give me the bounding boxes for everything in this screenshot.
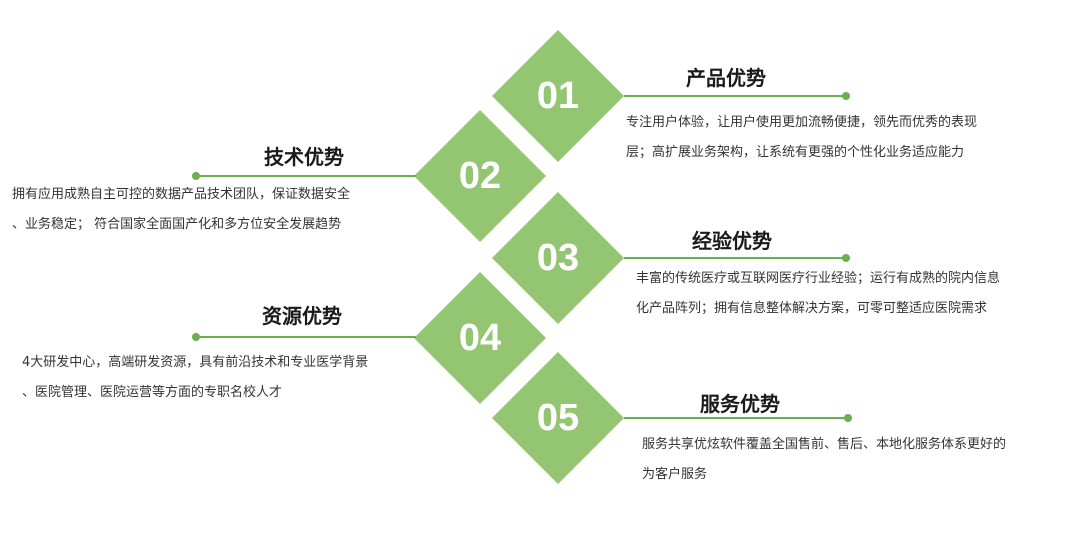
item-title-03: 经验优势 xyxy=(692,229,772,253)
connector-dot-01 xyxy=(842,92,850,100)
item-desc-01-line-1: 专注用户体验，让用户使用更加流畅便捷，领先而优秀的表现 xyxy=(626,115,978,130)
item-desc-01: 专注用户体验，让用户使用更加流畅便捷，领先而优秀的表现 层；高扩展业务架构，让系… xyxy=(626,108,1066,168)
item-desc-05-line-2: 为客户服务 xyxy=(642,467,708,482)
item-desc-04: 4大研发中心，高端研发资源，具有前沿技术和专业医学背景 、医院管理、医院运营等方… xyxy=(22,348,422,408)
item-title-02: 技术优势 xyxy=(264,145,344,169)
connector-line-01 xyxy=(624,95,844,97)
item-desc-03-line-2: 化产品阵列；拥有信息整体解决方案，可零可整适应医院需求 xyxy=(636,301,988,316)
connector-dot-03 xyxy=(842,254,850,262)
item-title-01: 产品优势 xyxy=(686,66,766,90)
item-desc-04-line-2: 、医院管理、医院运营等方面的专职名校人才 xyxy=(22,385,283,400)
item-title-04: 资源优势 xyxy=(262,304,342,328)
diamond-number-03: 03 xyxy=(536,236,580,279)
item-desc-03: 丰富的传统医疗或互联网医疗行业经验；运行有成熟的院内信息 化产品阵列；拥有信息整… xyxy=(636,264,1076,324)
connector-line-02 xyxy=(196,175,416,177)
item-title-05: 服务优势 xyxy=(700,392,780,416)
item-desc-05-line-1: 服务共享优炫软件覆盖全国售前、售后、本地化服务体系更好的 xyxy=(642,437,1007,452)
item-desc-01-line-2: 层；高扩展业务架构，让系统有更强的个性化业务适应能力 xyxy=(626,145,965,160)
item-desc-02-line-1: 拥有应用成熟自主可控的数据产品技术团队，保证数据安全 xyxy=(12,187,351,202)
diamond-number-04: 04 xyxy=(458,316,502,359)
connector-dot-05 xyxy=(844,414,852,422)
item-desc-03-line-1: 丰富的传统医疗或互联网医疗行业经验；运行有成熟的院内信息 xyxy=(636,271,1001,286)
connector-line-03 xyxy=(624,257,844,259)
item-desc-05: 服务共享优炫软件覆盖全国售前、售后、本地化服务体系更好的 为客户服务 xyxy=(642,430,1074,490)
connector-line-05 xyxy=(624,417,846,419)
connector-line-04 xyxy=(196,336,416,338)
item-desc-02: 拥有应用成熟自主可控的数据产品技术团队，保证数据安全 、业务稳定； 符合国家全面… xyxy=(12,180,412,240)
diamond-number-01: 01 xyxy=(536,74,580,117)
item-desc-02-line-2: 、业务稳定； 符合国家全面国产化和多方位安全发展趋势 xyxy=(12,217,342,232)
diamond-number-05: 05 xyxy=(536,396,580,439)
item-desc-04-line-1: 4大研发中心，高端研发资源，具有前沿技术和专业医学背景 xyxy=(22,355,369,370)
diamond-number-02: 02 xyxy=(458,154,502,197)
